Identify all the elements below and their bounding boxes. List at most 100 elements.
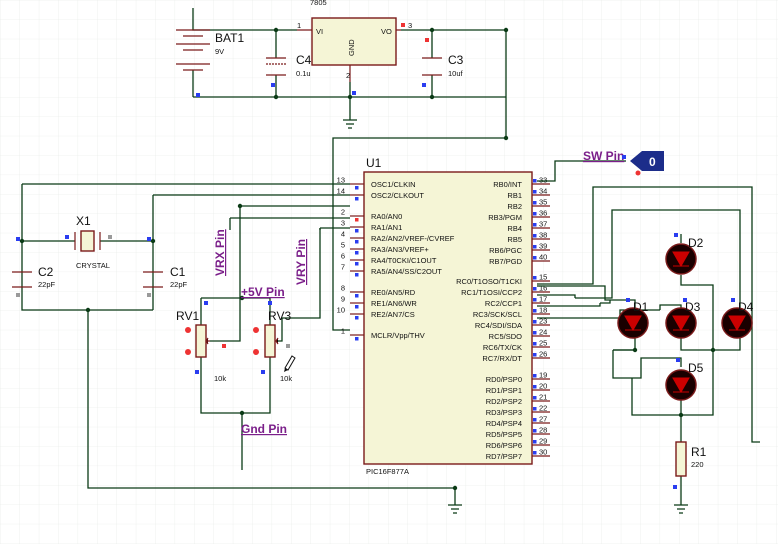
mcu-pin-36[interactable]: 36 RB3/PGM: [488, 209, 550, 223]
c3-ref: C3: [448, 53, 464, 67]
capacitor-c4[interactable]: C4 0.1u: [266, 53, 312, 87]
led-d3[interactable]: D3: [665, 298, 701, 339]
mcu-pin-name: RA4/T0CKI/C1OUT: [371, 256, 437, 265]
mcu-pin-number: 21: [539, 393, 547, 402]
capacitor-c3[interactable]: C3 10uf: [422, 53, 464, 87]
potentiometer-rv1[interactable]: RV1 10k: [176, 301, 226, 383]
c3-value: 10uf: [448, 69, 464, 78]
mcu-pin-name: RD4/PSP4: [486, 419, 522, 428]
plus5v-pin-label[interactable]: +5V Pin: [241, 285, 285, 299]
d3-label: D3: [685, 300, 701, 314]
mcu-pin-name: RC0/T1OSO/T1CKI: [456, 277, 522, 286]
d4-label: D4: [738, 300, 754, 314]
mcu-pin-name: RC4/SDI/SDA: [475, 321, 522, 330]
resistor-r1[interactable]: R1 220: [673, 441, 707, 489]
capacitor-c2[interactable]: C2 22pF: [12, 237, 56, 297]
sw-pin-terminal[interactable]: SW Pin 0: [537, 149, 664, 182]
rv3-ref: RV3: [268, 309, 291, 323]
mcu-pin-name: RA2/AN2/VREF-/CVREF: [371, 234, 455, 243]
mcu-pin-name: RD0/PSP0: [486, 375, 522, 384]
led-d5[interactable]: D5: [665, 358, 704, 401]
capacitor-c1[interactable]: C1 22pF: [143, 237, 188, 297]
mcu-pin-number: 27: [539, 415, 547, 424]
led-d2[interactable]: D2: [665, 233, 704, 275]
mcu-pin-number: 13: [337, 176, 345, 185]
vry-pin-label[interactable]: VRY Pin: [294, 239, 308, 285]
mcu-pin-name: RC2/CCP1: [485, 299, 522, 308]
gnd-pin-label[interactable]: Gnd Pin: [241, 422, 287, 436]
mcu-pin-27[interactable]: 27 RD4/PSP4: [486, 415, 550, 429]
mcu-pin-number: 29: [539, 437, 547, 446]
mcu-pin-6[interactable]: 6 RA4/T0CKI/C1OUT: [341, 252, 437, 266]
mcu-pin-number: 36: [539, 209, 547, 218]
led-d4[interactable]: D4: [721, 298, 754, 339]
mcu-pin-number: 4: [341, 230, 345, 239]
mcu-pin-25[interactable]: 25 RC6/TX/CK: [483, 339, 550, 353]
sw-pin-state: 0: [649, 155, 656, 169]
mcu-pin-name: RC6/TX/CK: [483, 343, 522, 352]
mcu-pin-number: 24: [539, 328, 547, 337]
mcu-pin-name: OSC2/CLKOUT: [371, 191, 424, 200]
mcu-pin-4[interactable]: 4 RA2/AN2/VREF-/CVREF: [341, 230, 455, 244]
mcu-pin-number: 37: [539, 220, 547, 229]
sw-pin-label: SW Pin: [583, 149, 624, 163]
regulator-pin-out: 3: [408, 21, 412, 30]
mcu-pin-number: 5: [341, 241, 345, 250]
vrx-pin-label[interactable]: VRX Pin: [213, 229, 227, 276]
mcu-pin-number: 39: [539, 242, 547, 251]
regulator-7805[interactable]: 7805 VI VO GND 1 3 2: [297, 0, 429, 95]
c2-ref: C2: [38, 265, 54, 279]
crystal-value: CRYSTAL: [76, 261, 110, 270]
mcu-pin-number: 6: [341, 252, 345, 261]
mcu-pin-number: 25: [539, 339, 547, 348]
crystal-x1[interactable]: X1 CRYSTAL: [65, 214, 112, 270]
mcu-pin-name: RD6/PSP6: [486, 441, 522, 450]
r1-ref: R1: [691, 445, 707, 459]
d1-label: D1: [633, 300, 649, 314]
led-d1[interactable]: D1: [617, 298, 649, 339]
mcu-pin-number: 28: [539, 426, 547, 435]
mcu-pin-number: 30: [539, 448, 547, 457]
regulator-vin: VI: [316, 27, 323, 36]
mcu-pin-number: 20: [539, 382, 547, 391]
mcu-pin-number: 33: [539, 176, 547, 185]
battery-bat1[interactable]: BAT1 9V: [176, 29, 244, 97]
mcu-pin-28[interactable]: 28 RD5/PSP5: [486, 426, 550, 440]
mcu-pin-name: RB3/PGM: [488, 213, 522, 222]
mcu-pin-29[interactable]: 29 RD6/PSP6: [486, 437, 550, 451]
mcu-pin-name: RB2: [507, 202, 522, 211]
potentiometer-rv3[interactable]: RV3 10k: [253, 301, 292, 383]
mcu-pin-name: RD5/PSP5: [486, 430, 522, 439]
